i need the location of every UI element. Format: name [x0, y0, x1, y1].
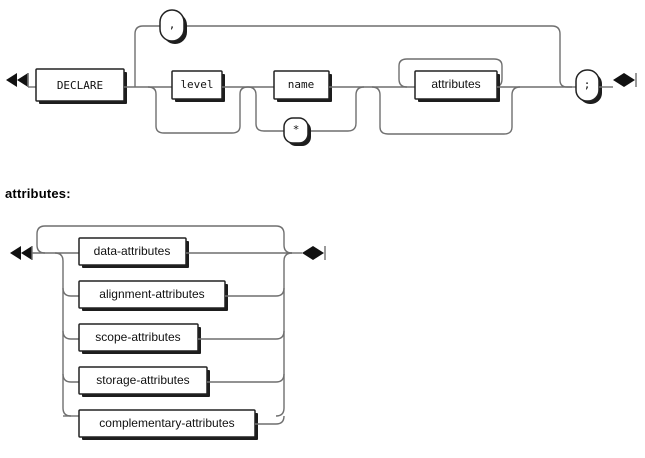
rail-attributes-bypass — [371, 86, 521, 135]
alternative-row: data-attributes — [55, 237, 292, 268]
rail-asterisk-branch — [247, 86, 284, 132]
alternative-label: complementary-attributes — [99, 416, 234, 430]
nonterminal-level: level — [171, 70, 225, 102]
alternative-row: complementary-attributes — [63, 409, 285, 440]
rail-row-in — [62, 287, 79, 297]
rail-row-in — [62, 330, 79, 340]
alternative-label: data-attributes — [94, 244, 171, 258]
rail-row-out — [255, 415, 285, 425]
terminal-semicolon-label: ; — [584, 78, 591, 91]
nonterminal-name-label: name — [288, 78, 315, 91]
alternative-row: alignment-attributes — [62, 280, 285, 311]
alternative-row: scope-attributes — [62, 323, 285, 354]
rail-split-to-level — [147, 86, 249, 134]
nonterminal-name: name — [273, 70, 332, 102]
attributes-railroad-diagram: data-attributes alignment-attributes sco… — [10, 225, 326, 440]
terminal-comma: , — [159, 9, 187, 44]
section-title-attributes: attributes: — [5, 186, 71, 201]
start-marker-icon — [6, 73, 29, 87]
terminal-declare-label: DECLARE — [57, 79, 103, 92]
alternative-label: scope-attributes — [95, 330, 180, 344]
rail-attributes-repeat-loop — [36, 225, 293, 254]
end-marker-icon — [613, 73, 637, 87]
alternative-label: storage-attributes — [96, 373, 189, 387]
alternative-label: alignment-attributes — [99, 287, 204, 301]
rail-row-out — [198, 330, 285, 340]
rail-comma-loop — [134, 25, 160, 87]
terminal-declare: DECLARE — [35, 68, 127, 104]
rail-comma-loop-right — [186, 25, 572, 88]
end-marker-icon — [302, 246, 326, 260]
terminal-semicolon: ; — [575, 69, 602, 104]
rail-asterisk-merge — [308, 86, 365, 132]
rail-row-in — [62, 373, 79, 383]
terminal-asterisk: * — [283, 117, 311, 146]
rail-attributes-repeat-loop — [398, 58, 503, 88]
alternative-row: storage-attributes — [62, 366, 285, 397]
terminal-comma-label: , — [169, 18, 176, 31]
terminal-asterisk-label: * — [293, 123, 300, 136]
declare-railroad-diagram: DECLARE , level name — [6, 9, 637, 146]
rail-row-out — [207, 373, 285, 383]
start-marker-icon — [10, 246, 33, 260]
nonterminal-attributes: attributes — [414, 70, 500, 102]
nonterminal-level-label: level — [180, 78, 213, 91]
nonterminal-attributes-label: attributes — [431, 77, 480, 91]
rail-row-out — [225, 287, 285, 297]
